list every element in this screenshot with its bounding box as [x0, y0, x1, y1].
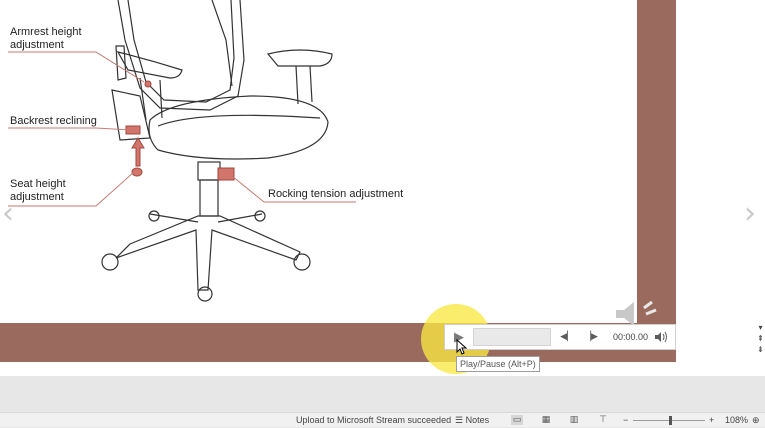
- previous-slide-arrow-icon[interactable]: ‹: [2, 196, 14, 231]
- next-slide-arrow-icon[interactable]: ›: [744, 196, 756, 231]
- reading-view-icon[interactable]: ▥: [569, 415, 579, 425]
- slide[interactable]: Armrest height adjustment Backrest recli…: [0, 0, 676, 362]
- zoom-out-button[interactable]: −: [623, 415, 629, 425]
- media-controls: ▶ ◀▏ ▕▶ 00:00.00: [444, 324, 676, 350]
- next-page-icon[interactable]: ⇟: [757, 345, 764, 354]
- previous-page-icon[interactable]: ⇞: [757, 334, 764, 343]
- scroll-down-icon[interactable]: ▾: [758, 323, 763, 332]
- callout-backrest-reclining: Backrest reclining: [10, 115, 97, 127]
- presentation-canvas: Armrest height adjustment Backrest recli…: [0, 0, 765, 376]
- zoom-level[interactable]: 108%: [725, 415, 749, 425]
- zoom-slider-thumb[interactable]: [669, 416, 672, 425]
- callout-armrest-height: Armrest height adjustment: [10, 26, 82, 51]
- notes-icon: ☰: [455, 415, 464, 425]
- seek-back-icon[interactable]: ◀▏: [560, 332, 574, 342]
- normal-view-icon[interactable]: ▭: [511, 415, 523, 425]
- media-time: 00:00.00: [613, 332, 649, 342]
- callout-rocking-tension: Rocking tension adjustment: [268, 188, 404, 200]
- status-bar: Upload to Microsoft Stream succeeded ☰ N…: [0, 412, 765, 427]
- volume-icon[interactable]: [654, 331, 668, 343]
- media-progress-bar[interactable]: [473, 328, 551, 346]
- notes-button[interactable]: ☰ Notes: [455, 413, 489, 428]
- fit-slide-icon[interactable]: ⊕: [752, 415, 760, 425]
- vertical-scrollbar[interactable]: ▾ ⇞ ⇟: [756, 322, 765, 362]
- zoom-in-button[interactable]: +: [709, 415, 715, 425]
- notes-label: Notes: [465, 415, 490, 425]
- office-chair-illustration: [8, 0, 356, 302]
- callout-seat-height: Seat height adjustment: [10, 178, 66, 203]
- play-pause-button[interactable]: ▶: [454, 329, 464, 344]
- audio-speaker-icon[interactable]: [614, 298, 660, 328]
- slide-right-bar: [637, 0, 676, 362]
- mouse-pointer-icon: [456, 339, 468, 355]
- play-pause-tooltip: Play/Pause (Alt+P): [456, 356, 540, 372]
- slide-sorter-view-icon[interactable]: ▦: [541, 415, 551, 425]
- status-message: Upload to Microsoft Stream succeeded: [296, 415, 452, 425]
- seek-forward-icon[interactable]: ▕▶: [584, 332, 598, 342]
- slide-show-view-icon[interactable]: ⊤: [599, 415, 607, 425]
